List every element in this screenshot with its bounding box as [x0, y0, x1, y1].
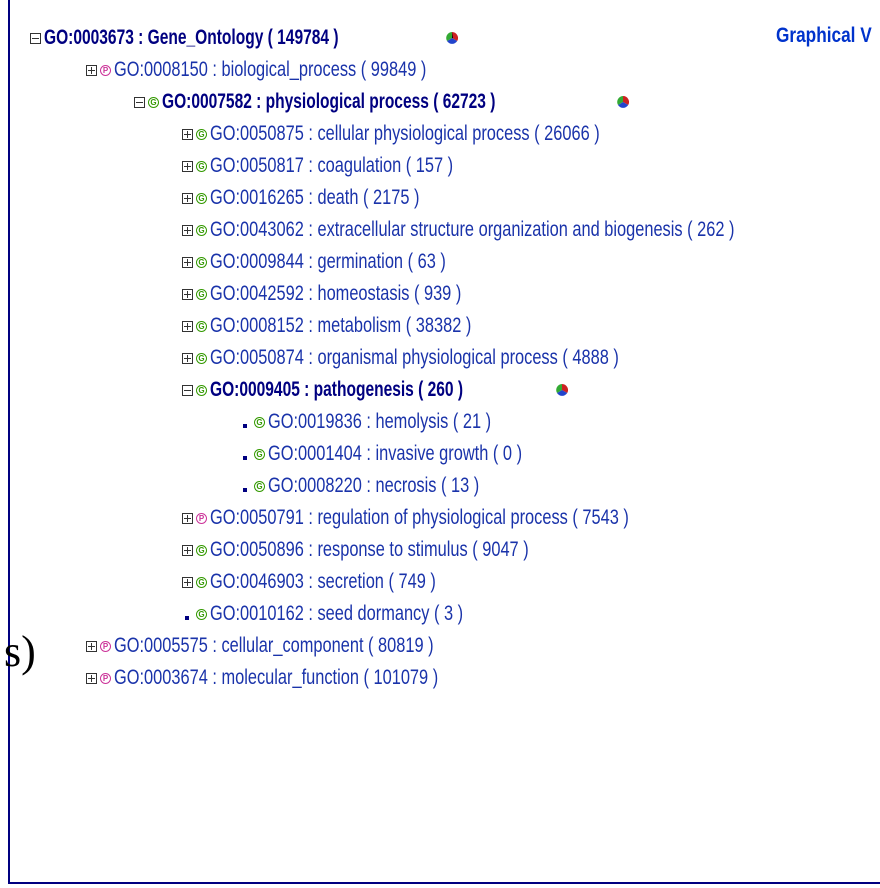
expand-icon[interactable] [86, 672, 97, 684]
expand-icon[interactable] [182, 320, 193, 332]
ontology-g-icon: G [196, 384, 207, 396]
collapse-icon[interactable] [182, 384, 193, 396]
tree-row: G GO:0001404 : invasive growth ( 0 ) [240, 438, 594, 470]
ontology-g-icon: G [196, 160, 207, 172]
tree-node-label[interactable]: GO:0043062 : extracellular structure org… [210, 218, 735, 241]
tree-node-label[interactable]: GO:0003673 : Gene_Ontology ( 149784 ) [44, 26, 339, 49]
expand-icon[interactable] [182, 544, 193, 556]
ontology-g-icon: G [196, 608, 207, 620]
graphical-view-link[interactable]: Graphical V [776, 24, 872, 47]
tree-row: G GO:0019836 : hemolysis ( 21 ) [240, 406, 554, 438]
tree-node-label[interactable]: GO:0001404 : invasive growth ( 0 ) [268, 442, 523, 465]
tree-row: G GO:0050817 : coagulation ( 157 ) [182, 150, 522, 182]
ontology-g-icon: G [196, 128, 207, 140]
leaf-bullet-icon [240, 417, 251, 428]
pie-chart-icon[interactable] [556, 383, 568, 397]
ontology-g-icon: G [196, 256, 207, 268]
ontology-g-icon: G [196, 352, 207, 364]
tree-node-label[interactable]: GO:0008152 : metabolism ( 38382 ) [210, 314, 472, 337]
tree-node-label[interactable]: GO:0050896 : response to stimulus ( 9047… [210, 538, 529, 561]
tree-frame: s) [4, 0, 880, 884]
ontology-g-icon: G [196, 576, 207, 588]
tree-node-label[interactable]: GO:0008150 : biological_process ( 99849 … [114, 58, 427, 81]
expand-icon[interactable] [182, 352, 193, 364]
tree-row: G GO:0043062 : extracellular structure o… [182, 214, 880, 246]
expand-icon[interactable] [182, 576, 193, 588]
tree-node-label[interactable]: GO:0042592 : homeostasis ( 939 ) [210, 282, 462, 305]
tree-row: G GO:0009844 : germination ( 63 ) [182, 246, 512, 278]
expand-icon[interactable] [182, 192, 193, 204]
ontology-g-icon: G [196, 288, 207, 300]
ontology-g-icon: G [196, 192, 207, 204]
tree-node-label[interactable]: GO:0050791 : regulation of physiological… [210, 506, 629, 529]
tree-node-label[interactable]: GO:0009844 : germination ( 63 ) [210, 250, 446, 273]
tree-row: G GO:0008152 : metabolism ( 38382 ) [182, 310, 545, 342]
ontology-p-icon: P [100, 640, 111, 652]
expand-icon[interactable] [86, 64, 97, 76]
tree-node-label[interactable]: GO:0046903 : secretion ( 749 ) [210, 570, 436, 593]
tree-row: G GO:0010162 : seed dormancy ( 3 ) [182, 598, 535, 630]
ontology-g-icon: G [196, 224, 207, 236]
expand-icon[interactable] [86, 640, 97, 652]
tree-row: GO:0003673 : Gene_Ontology ( 149784 ) [30, 22, 458, 54]
tree-row: P GO:0050791 : regulation of physiologic… [182, 502, 747, 534]
tree-node-label[interactable]: GO:0007582 : physiological process ( 627… [162, 90, 496, 113]
ontology-g-icon: G [254, 448, 265, 460]
tree-row: G GO:0008220 : necrosis ( 13 ) [240, 470, 539, 502]
tree-node-label[interactable]: GO:0010162 : seed dormancy ( 3 ) [210, 602, 464, 625]
expand-icon[interactable] [182, 224, 193, 236]
tree-node-label[interactable]: GO:0019836 : hemolysis ( 21 ) [268, 410, 492, 433]
ontology-p-icon: P [196, 512, 207, 524]
tree-row: G GO:0050874 : organismal physiological … [182, 342, 734, 374]
ontology-g-icon: G [254, 416, 265, 428]
tree-row: G GO:0050896 : response to stimulus ( 90… [182, 534, 619, 566]
expand-icon[interactable] [182, 160, 193, 172]
tree-row: G GO:0046903 : secretion ( 749 ) [182, 566, 500, 598]
expand-icon[interactable] [182, 512, 193, 524]
ontology-p-icon: P [100, 672, 111, 684]
tree-node-label[interactable]: GO:0008220 : necrosis ( 13 ) [268, 474, 480, 497]
tree-row: G GO:0042592 : homeostasis ( 939 ) [182, 278, 532, 310]
expand-icon[interactable] [182, 128, 193, 140]
tree-node-label[interactable]: GO:0003674 : molecular_function ( 101079… [114, 666, 439, 689]
leaf-bullet-icon [240, 481, 251, 492]
collapse-icon[interactable] [134, 96, 145, 108]
ontology-g-icon: G [196, 320, 207, 332]
leaf-bullet-icon [240, 449, 251, 460]
collapse-icon[interactable] [30, 32, 41, 44]
tree-node-label[interactable]: GO:0009405 : pathogenesis ( 260 ) [210, 378, 464, 401]
side-text-fragment: s) [4, 627, 36, 676]
tree-node-label[interactable]: GO:0016265 : death ( 2175 ) [210, 186, 420, 209]
tree-row: G GO:0016265 : death ( 2175 ) [182, 182, 479, 214]
pie-chart-icon[interactable] [616, 95, 629, 109]
expand-icon[interactable] [182, 288, 193, 300]
leaf-bullet-icon [182, 609, 193, 620]
ontology-g-icon: G [148, 96, 159, 108]
ontology-g-icon: G [254, 480, 265, 492]
ontology-p-icon: P [100, 64, 111, 76]
tree-node-label[interactable]: GO:0050817 : coagulation ( 157 ) [210, 154, 454, 177]
expand-icon[interactable] [182, 256, 193, 268]
tree-row: P GO:0005575 : cellular_component ( 8081… [86, 630, 524, 662]
tree-node-label[interactable]: GO:0050875 : cellular physiological proc… [210, 122, 600, 145]
tree-row: G GO:0050875 : cellular physiological pr… [182, 118, 710, 150]
pie-chart-icon[interactable] [446, 31, 458, 45]
tree-row: G GO:0009405 : pathogenesis ( 260 ) [182, 374, 568, 406]
tree-node-label[interactable]: GO:0050874 : organismal physiological pr… [210, 346, 619, 369]
tree-row: P GO:0003674 : molecular_function ( 1010… [86, 662, 530, 694]
tree-node-label[interactable]: GO:0005575 : cellular_component ( 80819 … [114, 634, 434, 657]
tree-row: P GO:0008150 : biological_process ( 9984… [86, 54, 514, 86]
ontology-g-icon: G [196, 544, 207, 556]
tree-row: G GO:0007582 : physiological process ( 6… [134, 86, 629, 118]
